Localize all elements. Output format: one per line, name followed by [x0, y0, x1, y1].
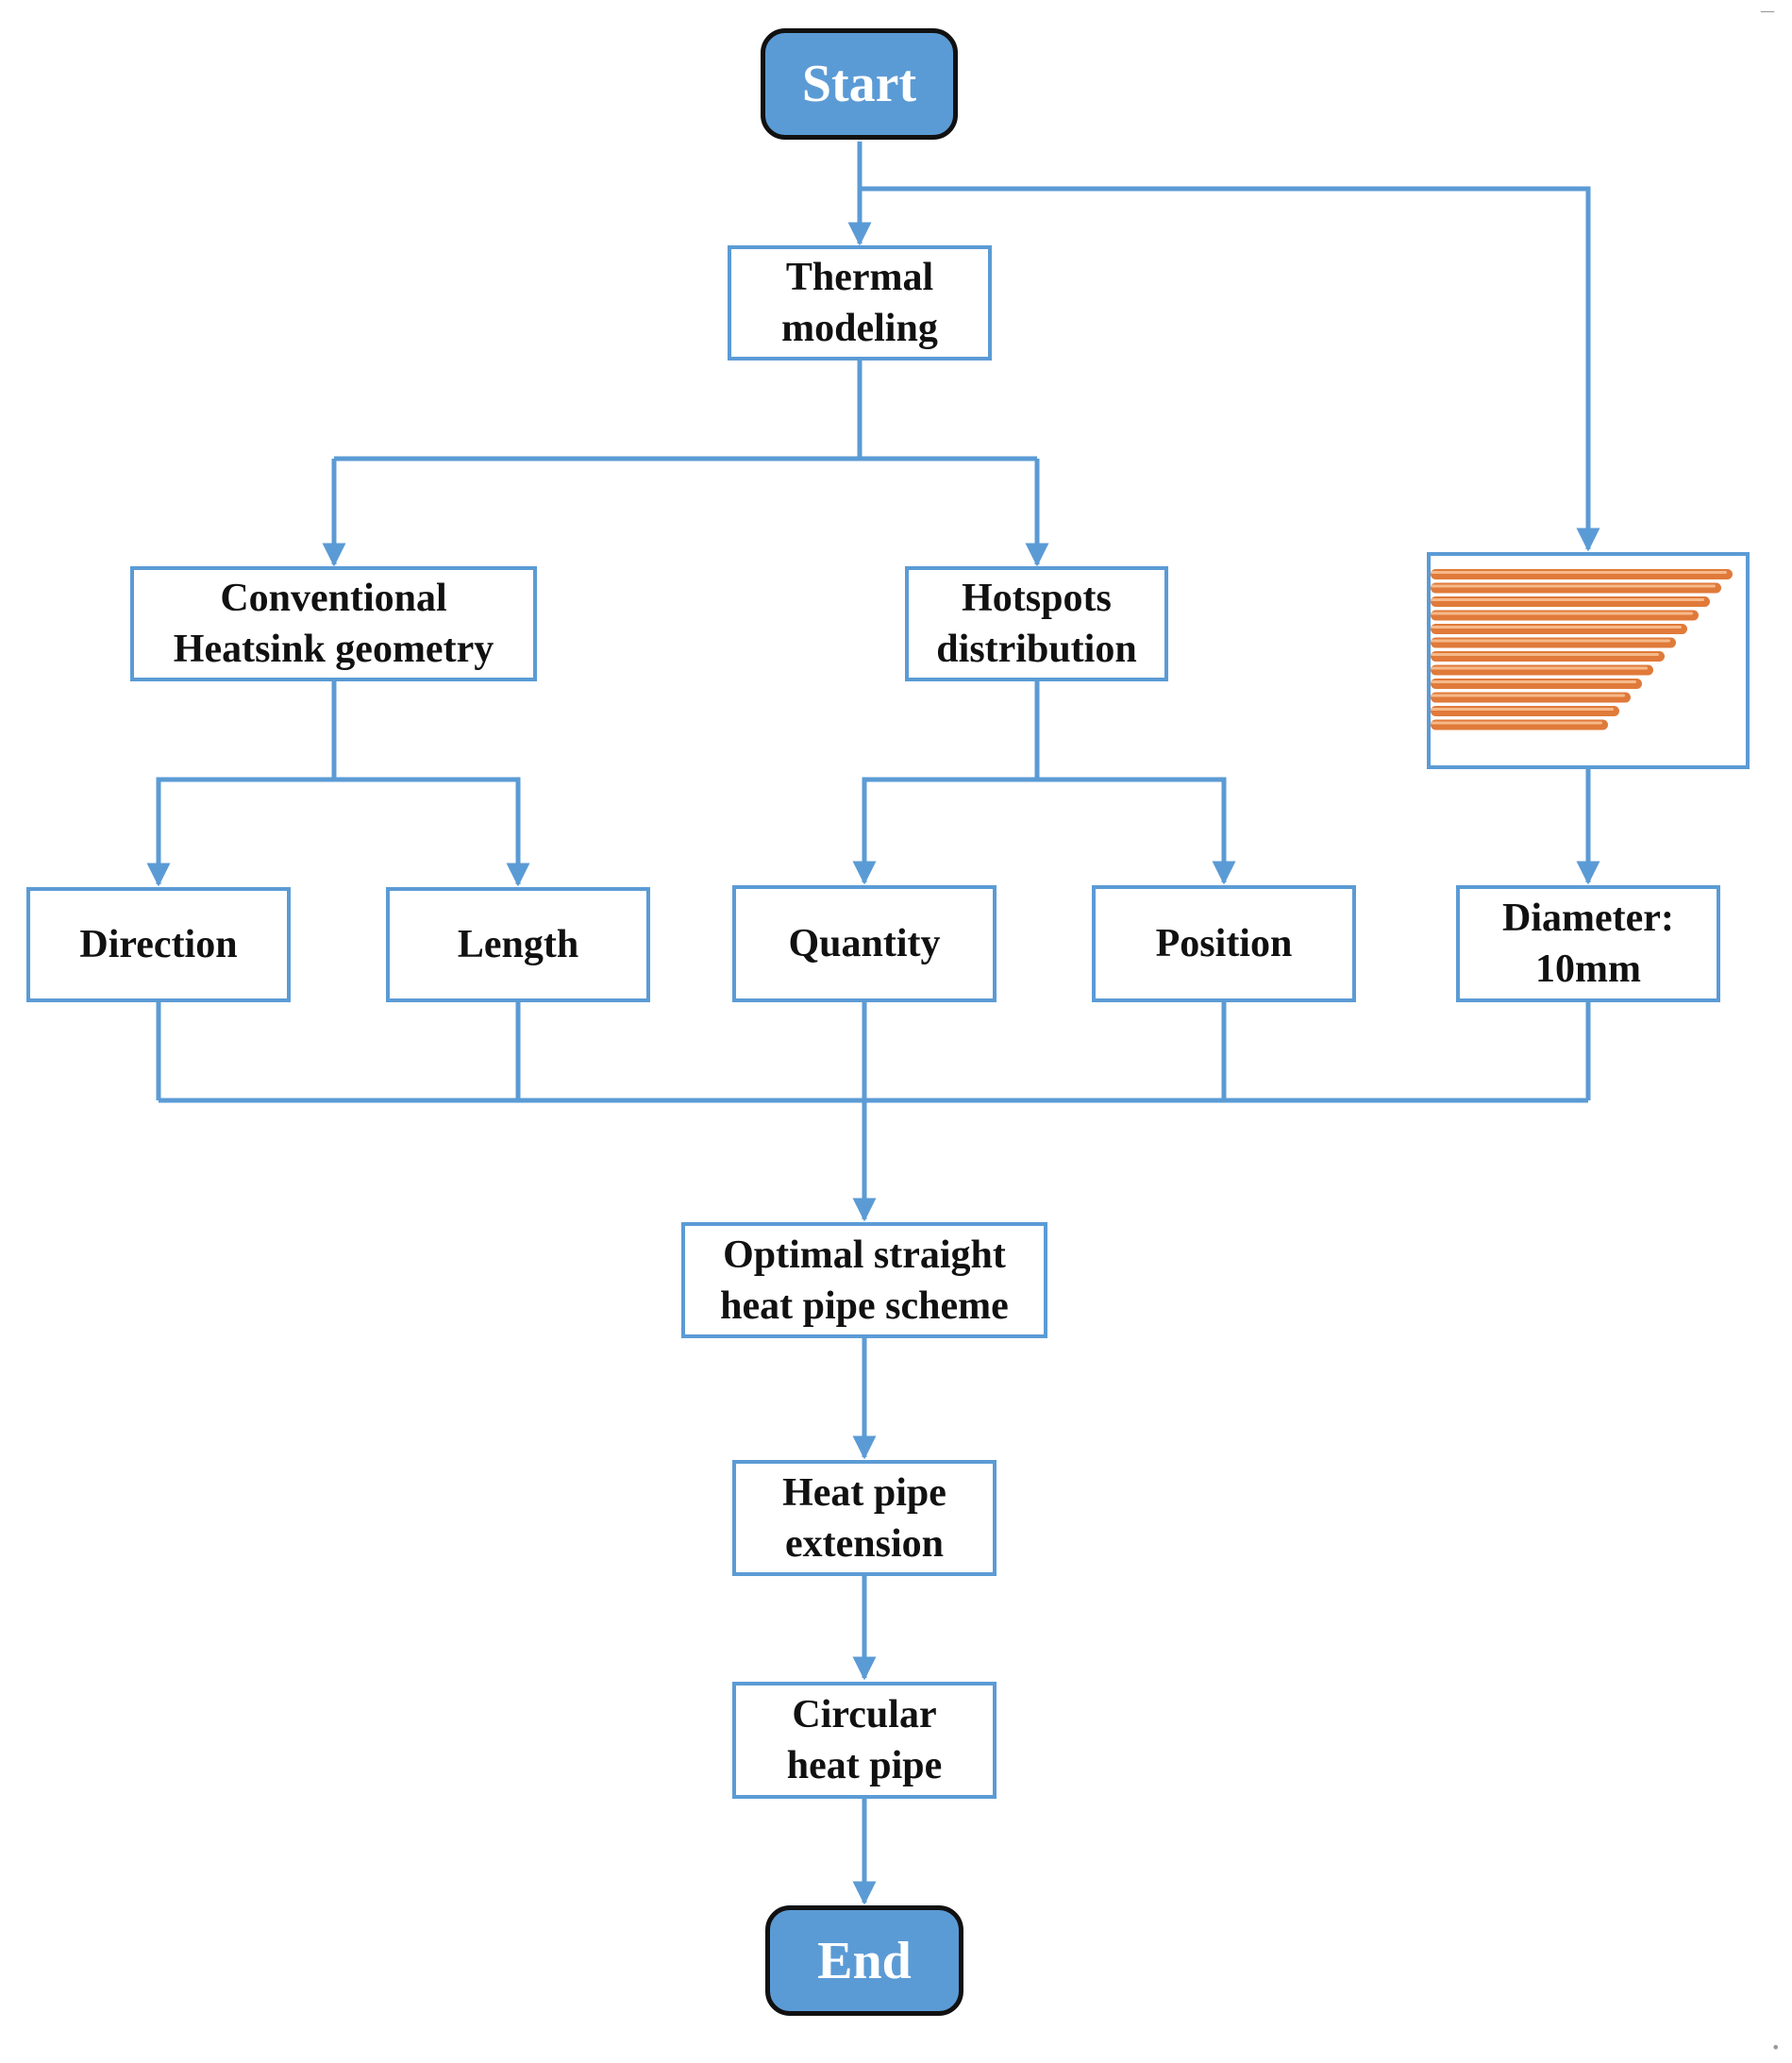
heat-pipe-highlight [1431, 612, 1693, 615]
quantity-box: Quantity [732, 885, 996, 1002]
connector-start-picture [860, 186, 1600, 552]
heat-pipe-rod [1431, 637, 1676, 648]
hotspots-distribution-box: Hotspots distribution [905, 566, 1168, 681]
connector-conventional-split [146, 681, 337, 887]
end-label: End [817, 1931, 912, 1990]
conventional-heatsink-label: Conventional Heatsink geometry [173, 577, 494, 671]
heat-pipe-highlight [1431, 653, 1659, 656]
length-label: Length [457, 923, 579, 966]
heat-pipe-rod [1431, 624, 1687, 634]
diameter-label: Diameter: 10mm [1502, 897, 1674, 991]
heat-pipe-picture [1427, 552, 1750, 769]
heat-pipe-highlight [1431, 694, 1625, 697]
heat-pipe-rod [1431, 596, 1710, 607]
heat-pipe-highlight [1431, 721, 1602, 725]
heat-pipe-rod [1431, 664, 1653, 676]
heat-pipe-rod [1431, 610, 1699, 621]
optimal-scheme-box: Optimal straight heat pipe scheme [681, 1222, 1047, 1338]
connector-hotspots-split [852, 681, 1040, 885]
connector-to-length [334, 777, 530, 887]
heat-pipe-extension-label: Heat pipe extension [782, 1470, 946, 1566]
heat-pipe-rod [1431, 706, 1619, 716]
diameter-box: Diameter: 10mm [1456, 885, 1720, 1002]
heat-pipe-highlight [1431, 639, 1670, 643]
heat-pipe-highlight [1431, 680, 1636, 683]
heat-pipe-highlight [1431, 626, 1682, 629]
circular-heat-pipe-box: Circular heat pipe [732, 1682, 996, 1799]
hotspots-distribution-label: Hotspots distribution [936, 577, 1137, 671]
corner-dot-mark: • [1771, 2038, 1781, 2056]
thermal-modeling-label: Thermal modeling [781, 256, 938, 350]
start-label: Start [801, 55, 917, 113]
heat-pipe-highlight [1431, 666, 1648, 670]
connector-to-position [1037, 777, 1236, 885]
heat-pipe-rod [1431, 719, 1608, 730]
heat-pipe-highlight [1431, 598, 1704, 601]
corner-dash-mark: — [1760, 2, 1775, 20]
position-label: Position [1155, 922, 1293, 965]
end-terminal: End [765, 1905, 963, 2016]
heat-pipe-rod [1431, 679, 1642, 689]
heat-pipe-rod [1431, 569, 1733, 579]
optimal-scheme-label: Optimal straight heat pipe scheme [720, 1233, 1009, 1328]
thermal-modeling-box: Thermal modeling [728, 245, 992, 361]
copper-heat-pipes-image [1431, 556, 1746, 765]
position-box: Position [1092, 885, 1356, 1002]
heat-pipe-highlight [1431, 571, 1727, 574]
heat-pipe-highlight [1431, 708, 1614, 711]
start-terminal: Start [761, 28, 958, 140]
circular-heat-pipe-label: Circular heat pipe [786, 1693, 943, 1787]
conventional-heatsink-box: Conventional Heatsink geometry [130, 566, 537, 681]
length-box: Length [386, 887, 650, 1002]
direction-label: Direction [79, 923, 238, 966]
heat-pipe-extension-box: Heat pipe extension [732, 1460, 996, 1576]
direction-box: Direction [26, 887, 291, 1002]
quantity-label: Quantity [788, 922, 941, 965]
heat-pipe-rod [1431, 651, 1665, 662]
heat-pipe-rod [1431, 692, 1631, 703]
heat-pipe-rod [1431, 582, 1721, 594]
heat-pipe-highlight [1431, 584, 1716, 588]
